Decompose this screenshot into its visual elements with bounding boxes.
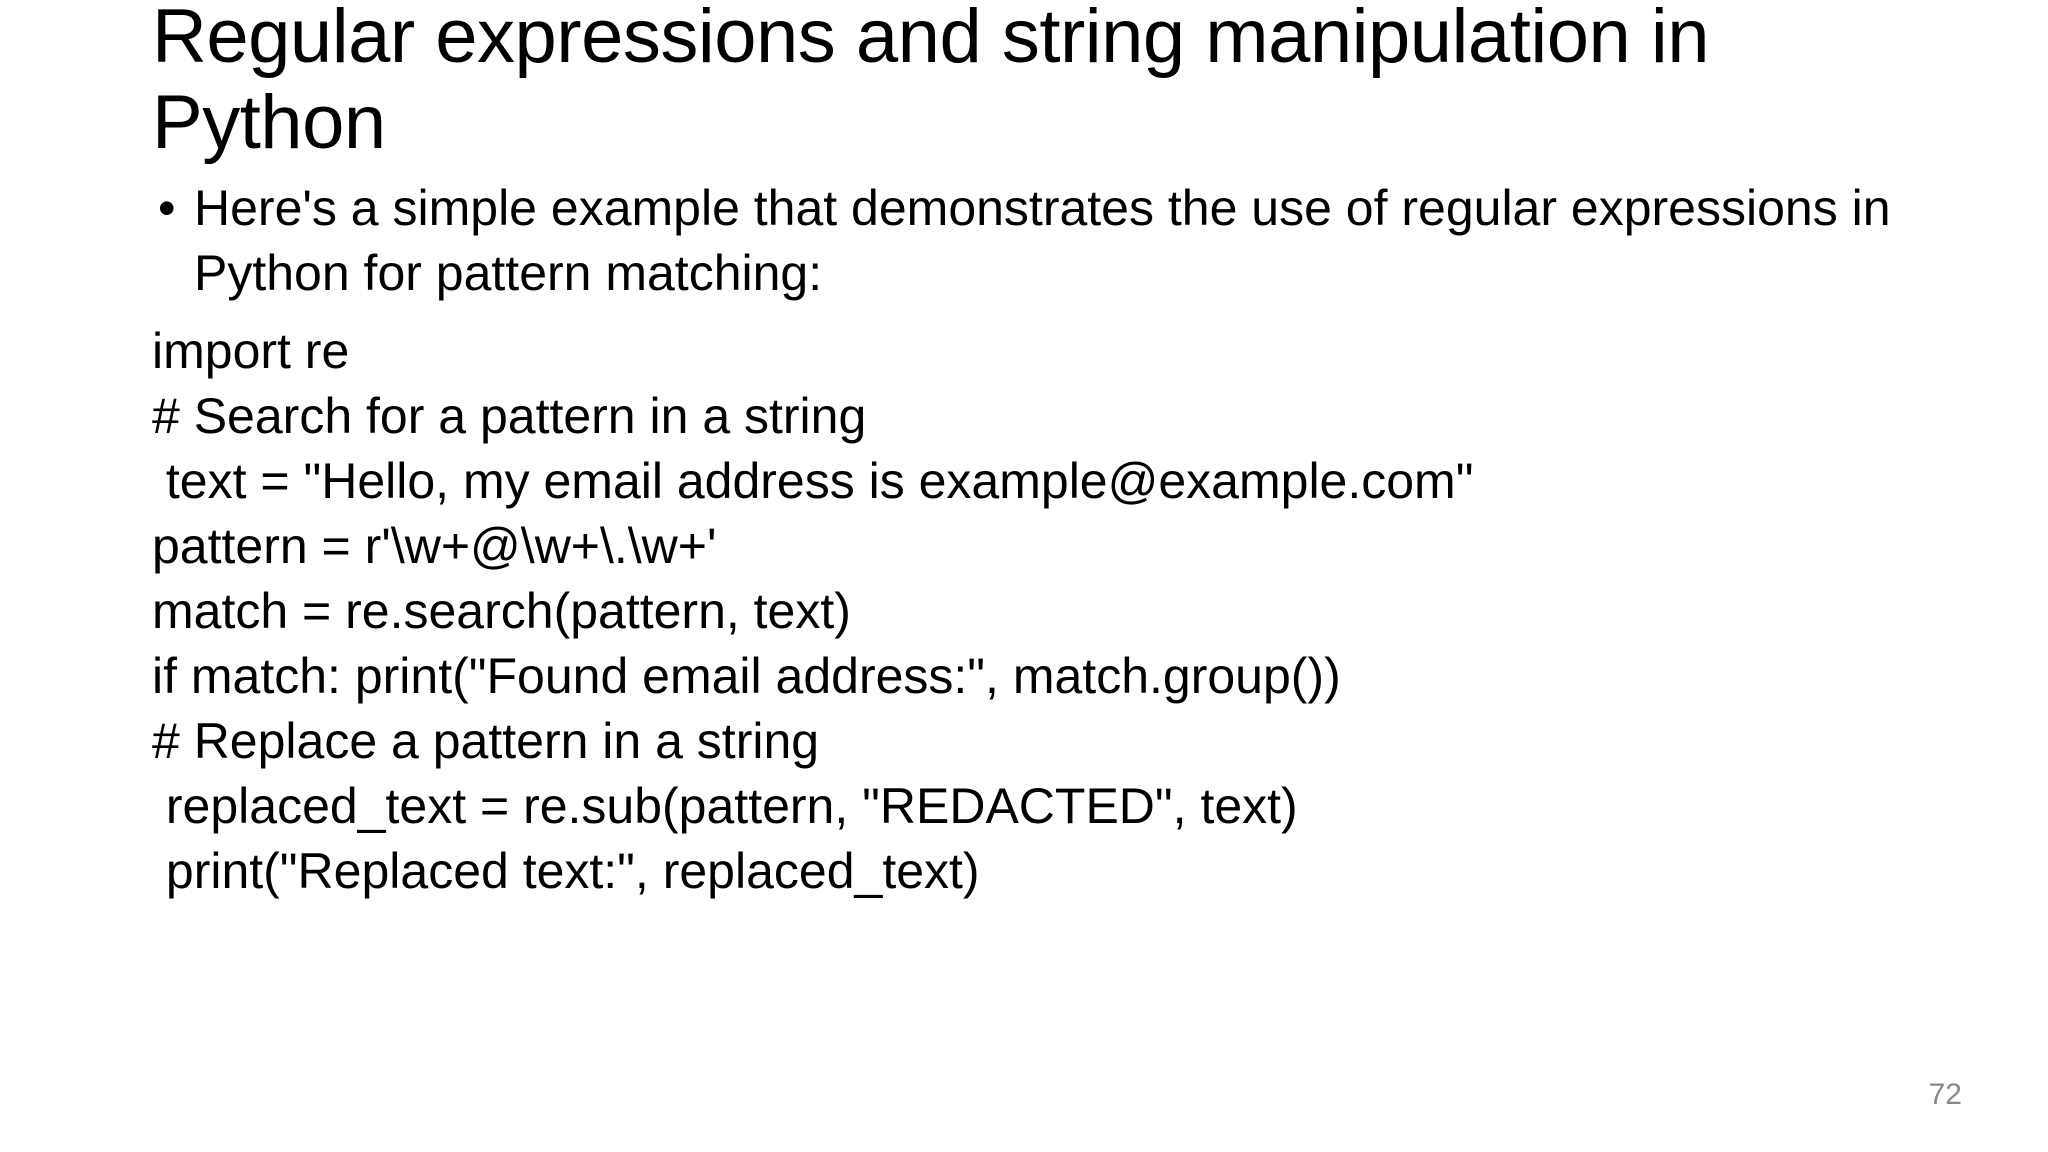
slide-title-block: Regular expressions and string manipulat…: [152, 0, 1922, 166]
page-number: 72: [1928, 1078, 1962, 1111]
code-line-replaced-text: replaced_text = re.sub(pattern, "REDACTE…: [152, 778, 1298, 834]
slide-body: • Here's a simple example that demonstra…: [152, 176, 1942, 904]
code-line-print-replaced: print("Replaced text:", replaced_text): [152, 843, 980, 899]
code-line-comment-search: # Search for a pattern in a string: [152, 388, 867, 444]
code-line-comment-replace: # Replace a pattern in a string: [152, 713, 820, 769]
code-line-match-search: match = re.search(pattern, text): [152, 583, 851, 639]
code-line-text-assignment: text = "Hello, my email address is examp…: [152, 453, 1474, 509]
bullet-point-icon: •: [158, 180, 176, 236]
code-line-if-match-print: if match: print("Found email address:", …: [152, 648, 1341, 704]
page-title: Regular expressions and string manipulat…: [152, 0, 1730, 165]
code-line-pattern-assignment: pattern = r'\w+@\w+\.\w+': [152, 518, 717, 574]
code-line-import: import re: [152, 323, 350, 379]
bullet-item-label: Here's a simple example that demonstrate…: [194, 180, 1891, 301]
bullet-list-item: • Here's a simple example that demonstra…: [152, 176, 1942, 305]
